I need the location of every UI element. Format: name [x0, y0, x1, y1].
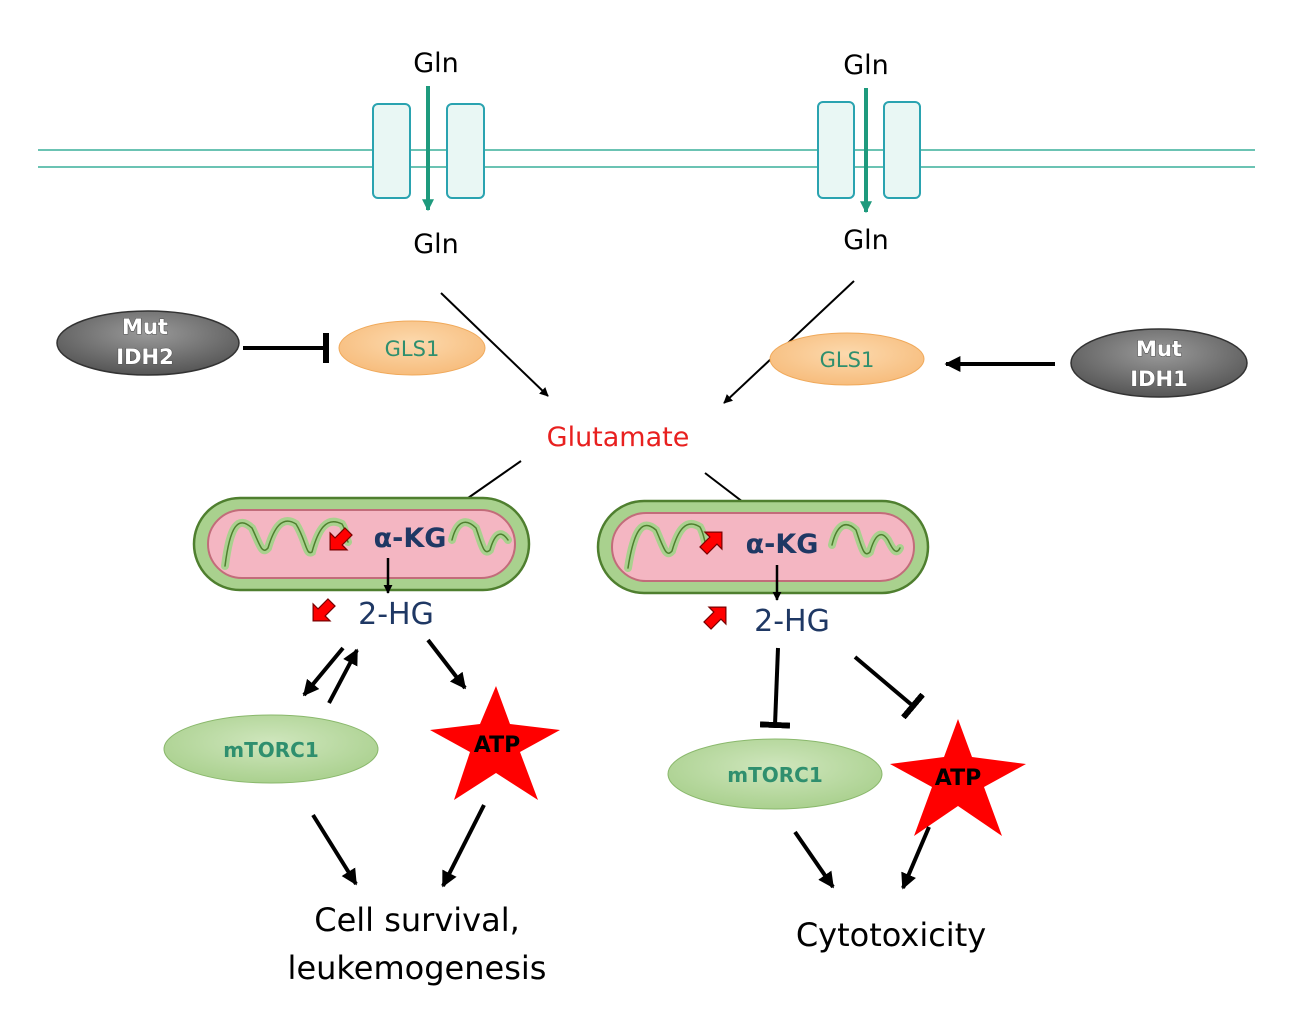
left-gls1-node: GLS1	[338, 320, 486, 376]
left-mtorc1-label: mTORC1	[223, 738, 318, 762]
right-akg-up-indicator	[699, 531, 723, 555]
right-glutamine-transporter	[817, 88, 921, 214]
left-gln-inside-label: Gln	[413, 229, 459, 260]
right-gls1-label: GLS1	[820, 348, 875, 372]
left-gln-outside-label: Gln	[413, 48, 459, 79]
left-mtorc1-to-2hg-arrow	[327, 648, 359, 704]
right-atp-label: ATP	[935, 766, 981, 791]
right-2hg-inhibits-atp	[853, 655, 925, 720]
left-gln-to-glutamate-arrow	[440, 292, 549, 397]
mut-idh2-line1: Mut	[122, 315, 168, 339]
right-2hg-up-indicator	[703, 606, 727, 630]
mut-idh2-node: Mut IDH2	[56, 310, 240, 376]
right-mtorc1-to-outcome-arrow	[793, 830, 835, 889]
right-atp-to-outcome-arrow	[901, 826, 931, 890]
left-2hg-to-atp-arrow	[426, 638, 467, 690]
left-mtorc1-node: mTORC1	[163, 714, 379, 784]
mut-idh2-line2: IDH2	[116, 345, 173, 369]
right-gln-inside-label: Gln	[843, 225, 889, 256]
right-akg-label: α-KG	[746, 529, 819, 560]
right-mtorc1-node: mTORC1	[667, 738, 883, 810]
cell-membrane	[38, 149, 1255, 168]
left-mitochondrion	[192, 496, 531, 592]
mut-idh1-line2: IDH1	[1130, 367, 1187, 391]
right-outcome-label: Cytotoxicity	[796, 916, 986, 954]
left-gls1-label: GLS1	[385, 337, 440, 361]
left-2hg-to-mtorc1-arrow	[302, 646, 345, 697]
left-akg-down-indicator	[329, 527, 353, 551]
left-2hg-label: 2-HG	[358, 597, 434, 632]
left-atp-to-outcome-arrow	[441, 804, 486, 888]
right-mitochondrion	[596, 499, 930, 595]
left-atp-label: ATP	[474, 733, 520, 758]
left-mtorc1-to-outcome-arrow	[311, 813, 358, 886]
right-2hg-inhibits-mtorc1	[759, 647, 791, 729]
left-akg-label: α-KG	[374, 523, 447, 554]
mut-idh1-node: Mut IDH1	[1070, 328, 1248, 398]
right-2hg-label: 2-HG	[754, 604, 830, 639]
right-atp-node: ATP	[890, 719, 1026, 836]
mut-idh1-line1: Mut	[1136, 337, 1182, 361]
left-outcome-line1: Cell survival,	[314, 901, 520, 939]
left-2hg-down-indicator	[312, 598, 336, 622]
left-outcome-line2: leukemogenesis	[288, 949, 547, 987]
right-gls1-node: GLS1	[769, 332, 925, 386]
left-atp-node: ATP	[430, 686, 560, 800]
glutamate-label: Glutamate	[547, 422, 690, 453]
right-gln-outside-label: Gln	[843, 50, 889, 81]
left-glutamine-transporter	[372, 86, 485, 212]
right-mtorc1-label: mTORC1	[727, 763, 822, 787]
